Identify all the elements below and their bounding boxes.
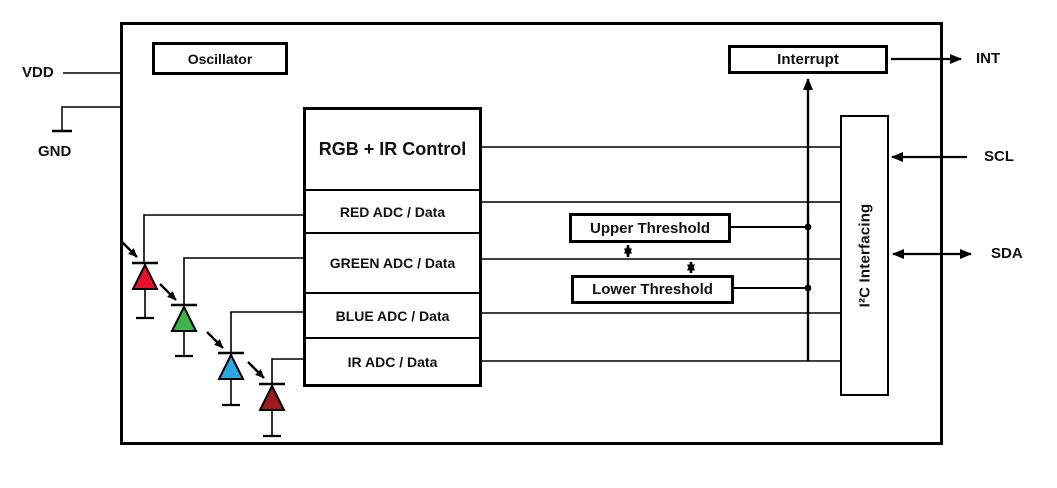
red-photodiode (120, 214, 303, 320)
red-diode-wire (143, 214, 303, 263)
pin-int: INT (976, 50, 1001, 67)
ir-diode-wire (271, 358, 303, 383)
threshold-connectors (730, 223, 812, 292)
upper-threshold-label: Upper Threshold (589, 219, 710, 237)
pin-vdd: VDD (22, 64, 54, 81)
red-adc-section: RED ADC / Data (306, 189, 479, 232)
green-photodiode (159, 257, 303, 358)
upper-threshold-block: Upper Threshold (569, 213, 731, 243)
light-arrow-icon (120, 240, 138, 258)
blue-adc-section: BLUE ADC / Data (306, 292, 479, 337)
green-diode-wire (183, 257, 303, 305)
chip-boundary (120, 22, 943, 445)
light-arrow-icon (159, 283, 177, 301)
rgb-ir-control-label: RGB + IR Control (318, 139, 467, 159)
blue-diode-wire (230, 311, 303, 352)
blue-adc-label: BLUE ADC / Data (335, 307, 450, 324)
oscillator-label: Oscillator (187, 50, 253, 67)
i2c-interfacing-label: I²C Interfacing (856, 203, 873, 308)
rgb-ir-control-section: RGB + IR Control (306, 110, 479, 189)
lower-threshold-block: Lower Threshold (571, 275, 734, 304)
junction-dot (804, 223, 812, 231)
red-adc-label: RED ADC / Data (339, 203, 446, 220)
interrupt-block: Interrupt (728, 45, 888, 74)
ir-adc-section: IR ADC / Data (306, 337, 479, 384)
light-arrow-icon (206, 331, 224, 349)
green-adc-label: GREEN ADC / Data (329, 255, 456, 271)
interrupt-label: Interrupt (777, 51, 839, 68)
rgb-ir-block: RGB + IR Control RED ADC / Data GREEN AD… (303, 107, 482, 387)
ir-adc-label: IR ADC / Data (347, 353, 438, 370)
blue-photodiode (206, 311, 303, 407)
light-arrow-icon (247, 361, 265, 379)
i2c-interfacing-block: I²C Interfacing (840, 115, 889, 396)
pin-sda: SDA (991, 245, 1023, 262)
oscillator-block: Oscillator (152, 42, 288, 75)
data-buses (482, 146, 840, 362)
green-adc-section: GREEN ADC / Data (306, 232, 479, 292)
gnd-wire (52, 106, 121, 133)
junction-dot (804, 284, 812, 292)
pin-gnd: GND (38, 143, 72, 160)
pin-scl: SCL (984, 148, 1014, 165)
lower-threshold-label: Lower Threshold (592, 281, 713, 298)
ir-photodiode (247, 358, 303, 438)
